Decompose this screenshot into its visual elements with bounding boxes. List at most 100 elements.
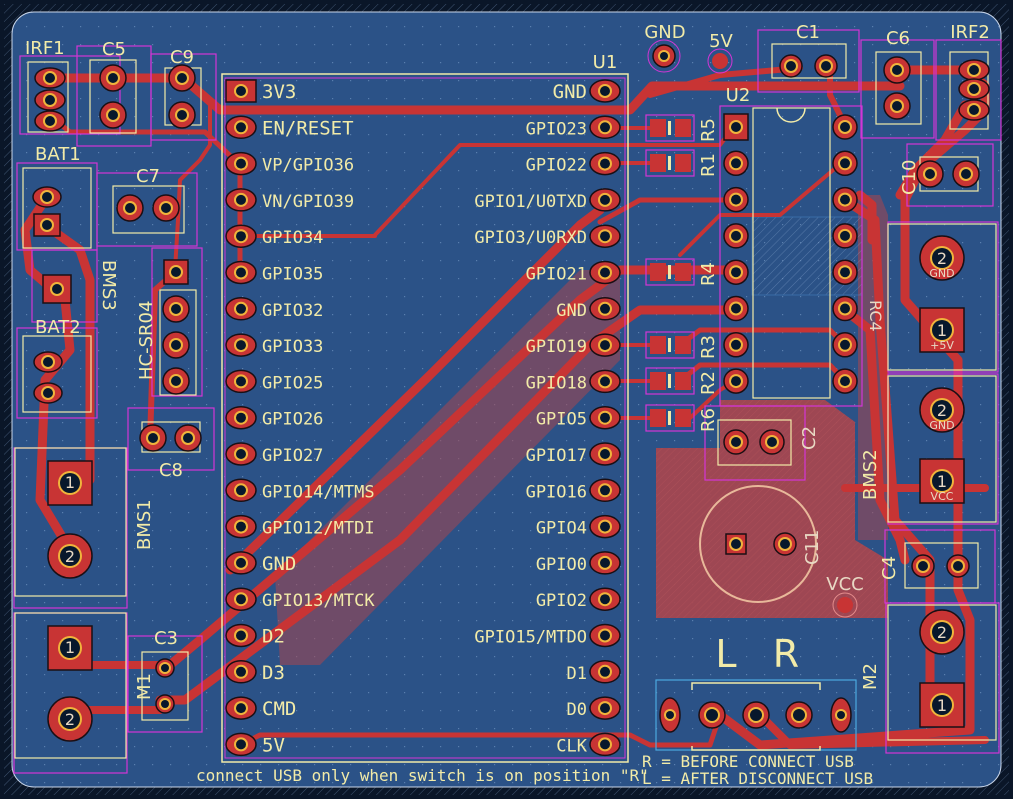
bat1-pin-2[interactable] [33, 213, 61, 237]
c7-pin-1[interactable] [116, 194, 144, 222]
u1-pin-right-31[interactable] [589, 478, 621, 503]
r2-pad-2[interactable] [675, 372, 691, 390]
c11-pin-2[interactable] [773, 532, 797, 556]
u1-pin-left-17[interactable] [225, 660, 257, 684]
r1-pad-1[interactable] [650, 154, 666, 172]
r6-pad-1[interactable] [650, 409, 666, 427]
u1-pin-right-21[interactable] [589, 115, 621, 140]
power-5v-pin-1[interactable] [919, 307, 965, 353]
c8-pin-2[interactable] [174, 424, 202, 452]
u1-pin-left-16[interactable] [225, 623, 257, 648]
m2-pin-1[interactable] [919, 682, 965, 728]
switch-pin-1[interactable] [698, 701, 726, 729]
switch-mount-left[interactable] [659, 697, 681, 733]
r5-pad-2[interactable] [675, 119, 691, 137]
c10-pin-1[interactable] [916, 160, 944, 188]
u1-pin-right-25[interactable] [589, 260, 621, 285]
m1-pin-1[interactable] [47, 625, 93, 671]
bat1-pin-1[interactable] [32, 186, 62, 208]
c4-pin-1[interactable] [911, 554, 935, 578]
hcsr04-pin-4[interactable] [162, 367, 190, 395]
u2-pin-10[interactable] [832, 332, 858, 358]
bms3-pin-1[interactable] [42, 274, 72, 304]
u2-pin-3[interactable] [723, 186, 749, 213]
bms1-pin-1[interactable] [47, 460, 93, 506]
u1-pin-left-10[interactable] [225, 405, 257, 430]
u1-pin-right-33[interactable] [589, 551, 621, 575]
u1-pin-right-34[interactable] [589, 587, 621, 611]
r2-pad-1[interactable] [650, 372, 666, 390]
irf1-pin-1[interactable] [34, 67, 66, 89]
c11-pin-1[interactable] [725, 533, 747, 555]
u1-pin-right-28[interactable] [589, 369, 621, 394]
u1-pin-left-7[interactable] [225, 297, 257, 321]
u1-pin-left-5[interactable] [225, 224, 257, 248]
irf2-pin-1[interactable] [958, 59, 990, 81]
power-vcc-pin-2[interactable] [919, 387, 965, 433]
u1-pin-left-13[interactable] [225, 514, 257, 539]
u1-pin-left-11[interactable] [225, 442, 257, 466]
u1-pin-left-8[interactable] [225, 333, 257, 357]
r5-pad-1[interactable] [650, 119, 666, 137]
r1-pad-2[interactable] [675, 154, 691, 172]
r4-pad-2[interactable] [675, 263, 691, 281]
u2-pin-4[interactable] [723, 223, 749, 249]
u1-pin-right-35[interactable] [589, 623, 621, 648]
u1-pin-left-6[interactable] [225, 260, 257, 285]
c9-pin-2[interactable] [168, 101, 196, 129]
u1-pin-left-18[interactable] [225, 696, 257, 720]
u2-pin-11[interactable] [832, 295, 858, 322]
u1-pin-left-9[interactable] [225, 369, 257, 394]
c9-pin-1[interactable] [168, 64, 196, 92]
c3-pin-2[interactable] [155, 694, 175, 714]
irf1-pin-3[interactable] [34, 110, 66, 132]
u2-pin-6[interactable] [723, 295, 749, 322]
vcc-testpoint[interactable] [837, 597, 853, 613]
m1-pin-2[interactable] [47, 696, 93, 742]
u2-pin-5[interactable] [723, 259, 749, 285]
c1-pin-2[interactable] [814, 54, 838, 78]
u1-pin-right-24[interactable] [589, 224, 621, 248]
u1-pin-right-20[interactable] [589, 79, 621, 103]
switch-pin-2[interactable] [742, 701, 770, 729]
u1-pin-right-29[interactable] [589, 405, 621, 430]
switch-mount-right[interactable] [830, 697, 852, 733]
r3-pad-2[interactable] [675, 336, 691, 354]
u1-pin-left-3[interactable] [225, 151, 257, 176]
bat2-pin-1[interactable] [33, 351, 63, 373]
r6-pad-2[interactable] [675, 409, 691, 427]
u1-pin-right-36[interactable] [589, 660, 621, 684]
c2-pin-2[interactable] [759, 429, 785, 455]
hcsr04-pin-2[interactable] [162, 295, 190, 323]
irf2-pin-3[interactable] [958, 99, 990, 121]
u1-pin-left-14[interactable] [225, 551, 257, 575]
u1-pin-left-12[interactable] [225, 478, 257, 503]
u2-pin-1[interactable] [723, 113, 749, 141]
u2-pin-13[interactable] [832, 223, 858, 249]
u1-pin-left-15[interactable] [225, 587, 257, 611]
bms1-pin-2[interactable] [47, 533, 93, 579]
switch-pin-3[interactable] [785, 701, 813, 729]
irf1-pin-2[interactable] [34, 89, 66, 111]
u1-pin-left-2[interactable] [225, 115, 257, 140]
u1-pin-right-38[interactable] [589, 732, 621, 757]
c3-pin-1[interactable] [155, 658, 175, 678]
c2-pin-1[interactable] [723, 429, 749, 455]
u1-pin-left-19[interactable] [225, 732, 257, 757]
c6-pin-2[interactable] [883, 92, 911, 120]
c6-pin-1[interactable] [883, 56, 911, 84]
5v-testpoint[interactable] [712, 53, 728, 69]
c1-pin-1[interactable] [779, 54, 803, 78]
u1-pin-left-1[interactable] [225, 79, 257, 103]
u1-pin-right-37[interactable] [589, 696, 621, 720]
u2-pin-15[interactable] [832, 150, 858, 177]
power-5v-pin-2[interactable] [919, 235, 965, 281]
u1-pin-right-22[interactable] [589, 151, 621, 176]
c8-pin-1[interactable] [139, 424, 167, 452]
u1-pin-left-4[interactable] [225, 188, 257, 212]
r3-pad-1[interactable] [650, 336, 666, 354]
power-vcc-pin-1[interactable] [919, 458, 965, 504]
bat2-pin-2[interactable] [33, 382, 63, 404]
u1-pin-right-27[interactable] [589, 333, 621, 357]
